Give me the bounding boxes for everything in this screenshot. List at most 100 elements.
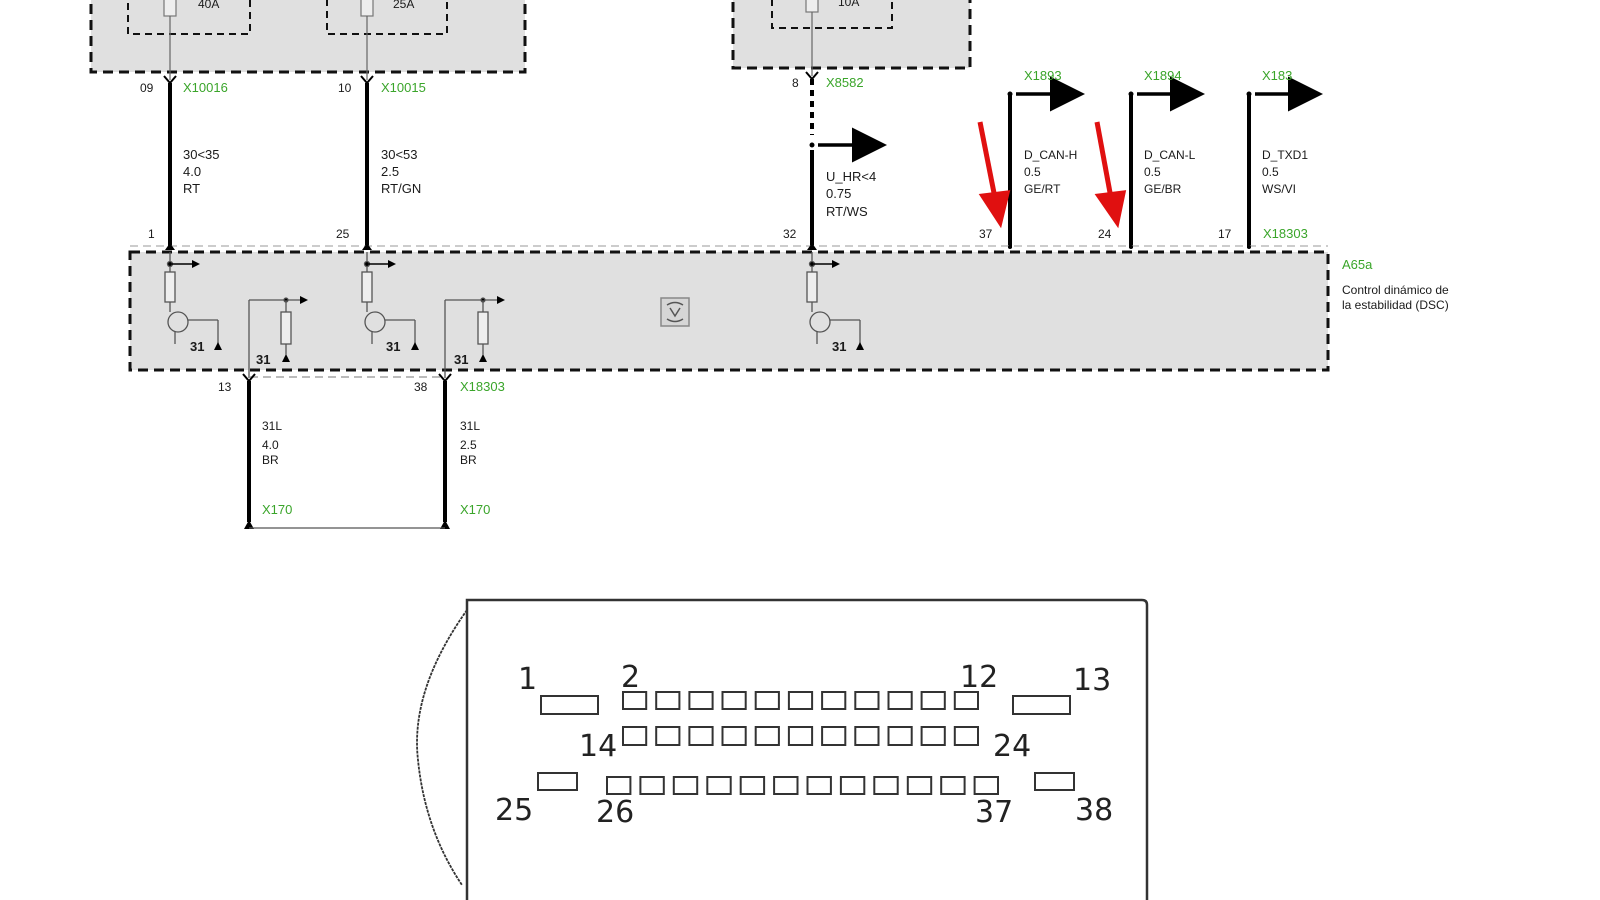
connector-pin (688, 726, 714, 746)
pin-number: 8 (792, 76, 799, 90)
pin-number: 09 (140, 81, 154, 95)
dsc-module (128, 245, 1330, 378)
svg-text:4.0: 4.0 (183, 164, 201, 179)
connector-pin (953, 691, 979, 710)
ground-icon (411, 342, 419, 350)
svg-text:D_CAN-H: D_CAN-H (1024, 148, 1077, 162)
pin-number: 10 (338, 81, 352, 95)
module-pin-markers (165, 243, 1251, 250)
resistor-icon (361, 271, 373, 303)
connector-pin (854, 726, 880, 746)
svg-text:RT/WS: RT/WS (826, 204, 868, 219)
pin-label: 2 (621, 660, 640, 695)
pin-number: 25 (336, 227, 350, 241)
ground-label: 31 (386, 339, 400, 354)
wire-label-37: D_CAN-H 0.5 GE/RT (1024, 148, 1077, 196)
red-arrow-icon (977, 121, 998, 199)
fuse-icon (360, 0, 374, 17)
resistor-icon (280, 311, 292, 345)
ground-point-label: X170 (460, 502, 490, 517)
svg-text:0.5: 0.5 (1024, 165, 1041, 179)
pin-label: 13 (1073, 663, 1111, 698)
svg-text:RT/GN: RT/GN (381, 181, 421, 196)
connector-pin (839, 776, 866, 795)
wire-label-38: 31L 2.5 BR (460, 419, 480, 467)
pin-number: 32 (783, 227, 797, 241)
connector-pin (906, 776, 933, 795)
connector-pin (672, 776, 699, 795)
connector-pin (639, 776, 665, 795)
pin-label: 1 (518, 662, 537, 697)
connector-pin-large (540, 695, 599, 715)
destination-connector: X1894 (1144, 68, 1182, 83)
resistor-icon (164, 271, 176, 303)
connector-pin (721, 691, 747, 710)
svg-text:2.5: 2.5 (381, 164, 399, 179)
ground-circuit-38 (444, 296, 505, 378)
svg-text:0.5: 0.5 (1262, 165, 1279, 179)
branch-arrows (809, 76, 1323, 163)
connector-pin (706, 776, 732, 795)
svg-text:D_CAN-L: D_CAN-L (1144, 148, 1196, 162)
ground-label: 31 (454, 352, 468, 367)
connector-pin (754, 726, 780, 746)
connector-pin-large (1034, 772, 1075, 791)
pin-number: 24 (1098, 227, 1112, 241)
wire-label-1: 30<35 4.0 RT (183, 147, 220, 196)
red-arrow-icon (1094, 121, 1114, 199)
connector-symbols-top (163, 71, 819, 85)
connector-pin (873, 776, 899, 795)
connector-pin (920, 691, 946, 710)
connector-pin (754, 691, 780, 710)
connector-label: X18303 (460, 379, 505, 394)
svg-text:GE/RT: GE/RT (1024, 182, 1061, 196)
fuse-icon (163, 0, 177, 17)
ground-label: 31 (832, 339, 846, 354)
wire-label-17: D_TXD1 0.5 WS/VI (1262, 148, 1308, 196)
svg-text:0.75: 0.75 (826, 186, 851, 201)
module-name-line1: Control dinámico de (1342, 283, 1449, 297)
ground-label: 31 (190, 339, 204, 354)
connector-pin (688, 691, 714, 710)
wires-top (168, 79, 1251, 248)
ground-terminals (244, 520, 450, 529)
ground-circuit-13 (248, 296, 308, 378)
connector-label: X10016 (183, 80, 228, 95)
connector-pin (787, 691, 814, 710)
svg-text:0.5: 0.5 (1144, 165, 1161, 179)
connector-pin (606, 776, 632, 795)
pin-number: 37 (979, 227, 993, 241)
destination-connector: X183 (1262, 68, 1292, 83)
transistor-icon (167, 311, 189, 333)
pin-number: 1 (148, 227, 155, 241)
ground-icon (282, 354, 290, 362)
svg-text:30<53: 30<53 (381, 147, 418, 162)
pin-number: 13 (218, 380, 232, 394)
connector-pin (854, 691, 880, 710)
svg-text:30<35: 30<35 (183, 147, 220, 162)
wire-label-32: U_HR<4 0.75 RT/WS (826, 169, 876, 219)
connector-pin (806, 776, 832, 795)
highlight-arrows (977, 121, 1127, 229)
connector-pin (821, 691, 847, 710)
connector-pin (739, 776, 766, 795)
svg-text:GE/BR: GE/BR (1144, 182, 1182, 196)
connector-pin-large (537, 772, 578, 791)
connector-pin (887, 726, 913, 746)
connector-pin (973, 776, 999, 795)
red-arrow-head (978, 190, 1011, 229)
pin-number: 17 (1218, 227, 1232, 241)
connector-pin (773, 776, 799, 795)
connector-pin (887, 691, 913, 710)
connector-label: X10015 (381, 80, 426, 95)
wire-label-13: 31L 4.0 BR (262, 419, 282, 467)
svg-text:31L: 31L (262, 419, 282, 433)
connector-label: X8582 (826, 75, 864, 90)
resistor-icon (806, 271, 818, 303)
destination-connector: X1893 (1024, 68, 1062, 83)
wire-label-25: 30<53 2.5 RT/GN (381, 147, 421, 196)
pin-label: 37 (975, 795, 1013, 830)
connector-pin (821, 726, 847, 746)
connector-pin-large (1012, 695, 1071, 715)
